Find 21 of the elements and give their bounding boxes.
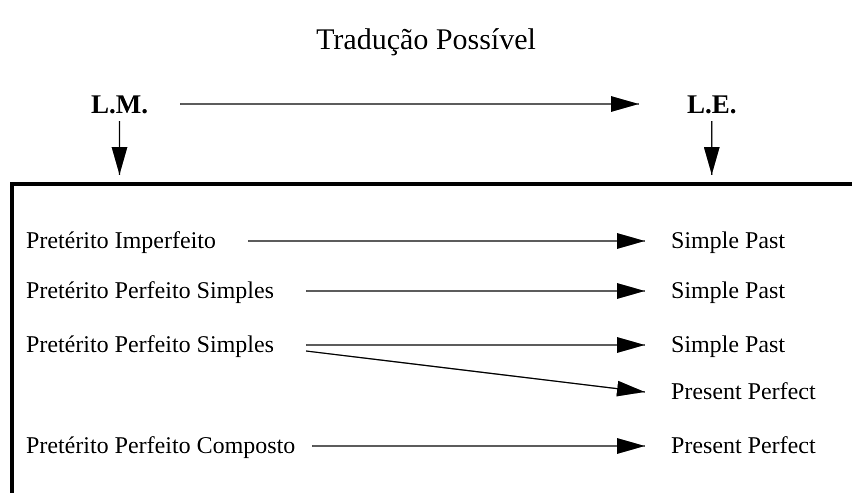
arrow xyxy=(248,233,645,249)
arrow xyxy=(312,438,645,454)
arrow xyxy=(306,337,645,353)
tense-label: Simple Past xyxy=(671,227,786,255)
frame-bracket xyxy=(10,182,852,493)
tense-label: Pretérito Imperfeito xyxy=(26,227,308,255)
arrow xyxy=(180,96,639,112)
arrow xyxy=(306,350,646,397)
tense-label: Pretérito Perfeito Simples xyxy=(26,277,308,305)
column-heading: L.M. xyxy=(91,90,148,118)
tense-label: Simple Past xyxy=(671,277,786,305)
tense-label: Pretérito Perfeito Composto xyxy=(26,432,308,460)
column-heading: L.E. xyxy=(687,90,737,118)
tense-label: Present Perfect xyxy=(671,378,816,406)
arrow xyxy=(306,283,645,299)
arrow xyxy=(704,121,720,175)
tense-label: Present Perfect xyxy=(671,432,816,460)
diagram-title: Tradução Possível xyxy=(316,22,536,58)
tense-label: Pretérito Perfeito Simples xyxy=(26,331,308,359)
arrow xyxy=(112,121,128,175)
tense-label: Simple Past xyxy=(671,331,786,359)
